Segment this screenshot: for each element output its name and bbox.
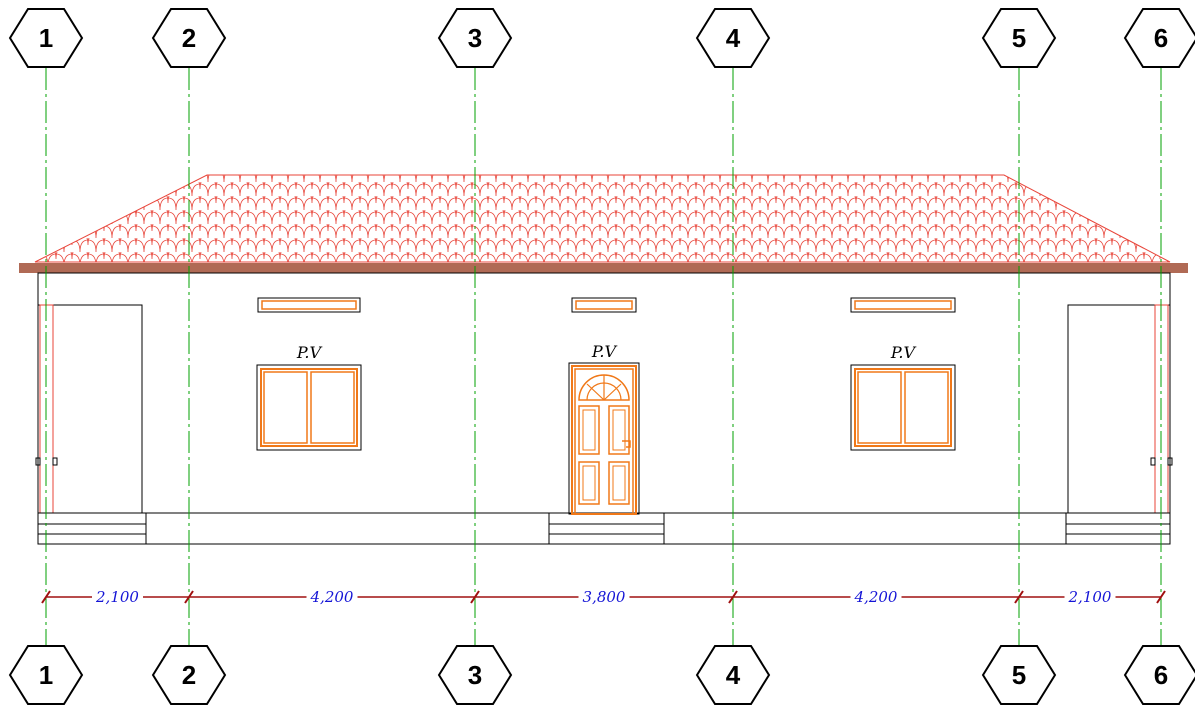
dimension-layer: 2,100 4,200 3,800 4,200 2,100 — [41, 588, 1166, 606]
right-hinge-2 — [1167, 457, 1173, 466]
axis-label-bottom-3: 3 — [468, 660, 482, 690]
axis-bubble-top-1 — [8, 8, 84, 68]
axis-bubble-bottom-1 — [8, 645, 84, 705]
vent-right — [850, 297, 956, 313]
dimension-label-4: 4,200 — [854, 588, 898, 606]
axis-label-top-2: 2 — [182, 23, 196, 53]
dimension-label-bg — [850, 588, 902, 604]
grid-layer: 1 1 2 2 3 3 4 4 5 5 6 6 — [8, 8, 1195, 705]
axis-bubble-bottom-6 — [1123, 645, 1195, 705]
axis-label-bottom-4: 4 — [726, 660, 741, 690]
foundation — [37, 512, 1171, 545]
right-hinge — [1150, 457, 1156, 466]
door-center — [568, 362, 640, 515]
door-center-tag: P.V — [591, 342, 618, 361]
axis-label-bottom-6: 6 — [1154, 660, 1168, 690]
dimension-tick — [1156, 590, 1166, 604]
dimension-tick — [41, 590, 51, 604]
axis-bubble-bottom-3 — [437, 645, 513, 705]
vent-left — [257, 297, 361, 313]
dimension-label-5: 2,100 — [1068, 588, 1112, 606]
axis-bubble-top-5 — [981, 8, 1057, 68]
dimension-label-bg — [1064, 588, 1116, 604]
dimension-tick — [1014, 590, 1024, 604]
roof — [19, 174, 1188, 273]
window-right — [850, 364, 956, 451]
axis-label-bottom-5: 5 — [1012, 660, 1026, 690]
dimension-label-3: 3,800 — [583, 588, 626, 606]
plinth — [37, 512, 1171, 545]
axis-label-top-4: 4 — [726, 23, 741, 53]
dimension-label-2: 4,200 — [310, 588, 354, 606]
left-hinge — [35, 457, 41, 466]
axis-label-top-5: 5 — [1012, 23, 1026, 53]
dimension-label-bg — [306, 588, 358, 604]
vents — [257, 297, 956, 313]
eave-band — [19, 263, 1188, 273]
window-left — [256, 364, 362, 451]
axis-bubble-bottom-4 — [695, 645, 771, 705]
axis-label-top-1: 1 — [39, 23, 53, 53]
dimension-tick — [470, 590, 480, 604]
axis-bubble-top-2 — [151, 8, 227, 68]
axis-label-top-6: 6 — [1154, 23, 1168, 53]
axis-bubble-top-3 — [437, 8, 513, 68]
window-left-tag: P.V — [296, 343, 323, 362]
left-hinge-2 — [52, 457, 58, 466]
axis-bubble-top-6 — [1123, 8, 1195, 68]
dimension-label-bg — [578, 588, 630, 604]
left-wing-panel — [37, 304, 143, 514]
axis-label-bottom-1: 1 — [39, 660, 53, 690]
vent-center — [571, 297, 637, 313]
axis-label-top-3: 3 — [468, 23, 482, 53]
axis-bubble-bottom-5 — [981, 645, 1057, 705]
axis-bubble-top-4 — [695, 8, 771, 68]
axis-bubble-bottom-2 — [151, 645, 227, 705]
dimension-label-1: 2,100 — [95, 588, 139, 606]
window-right-tag: P.V — [890, 343, 917, 362]
axis-label-bottom-2: 2 — [182, 660, 196, 690]
roof-tiles — [34, 174, 1171, 263]
dimension-tick — [728, 590, 738, 604]
dimension-label-bg — [92, 588, 143, 604]
dimension-tick — [184, 590, 194, 604]
